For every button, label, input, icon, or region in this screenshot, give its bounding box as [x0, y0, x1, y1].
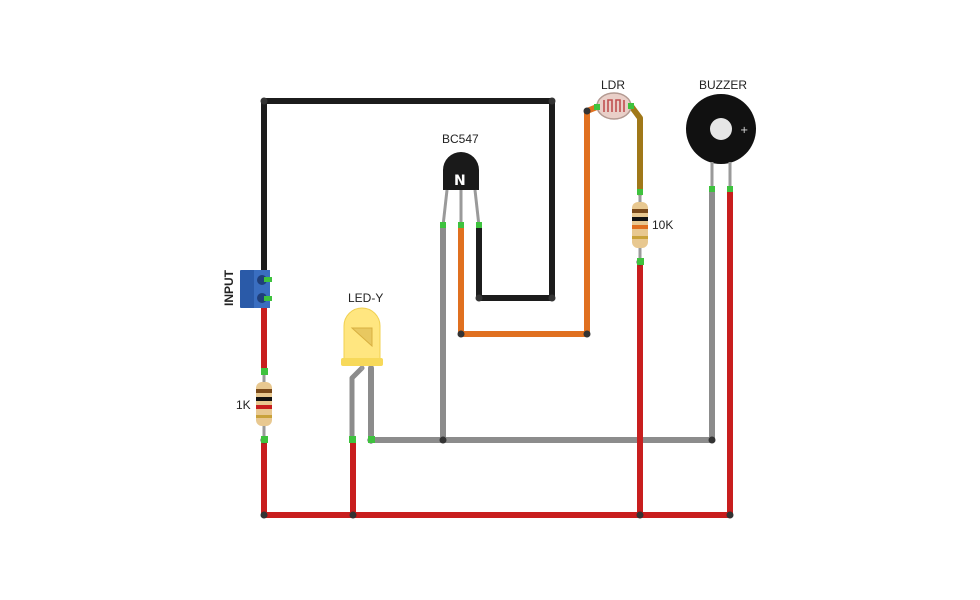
input-terminal: INPUT: [222, 269, 272, 308]
black-wire: [261, 98, 555, 301]
resistor-band: [632, 236, 648, 239]
gray-wire-led-leg: [349, 365, 365, 443]
resistor-band: [632, 209, 648, 213]
transistor-collector-leg: [441, 189, 449, 227]
wire-pin: [368, 436, 375, 443]
buzzer-pin: [709, 186, 715, 192]
transistor-mark: N: [454, 173, 466, 189]
junction-dot: [548, 294, 556, 302]
terminal-body: [240, 270, 256, 308]
junction-dot: [726, 511, 734, 519]
junction-dot: [457, 330, 465, 338]
wire-pin: [637, 258, 644, 265]
input-label: INPUT: [222, 269, 236, 306]
led-anode-symbol-icon: [350, 327, 373, 348]
junction-dot: [260, 97, 268, 105]
wire-pin: [261, 368, 268, 375]
buzzer-label: BUZZER: [699, 78, 747, 92]
buzzer: BUZZER +: [686, 78, 756, 192]
ldr-track-icon: [603, 99, 625, 112]
transistor-bc547: BC547 N: [440, 132, 482, 228]
led-label: LED-Y: [348, 291, 383, 305]
ldr: LDR: [594, 78, 634, 120]
terminal-pin: [264, 296, 272, 301]
transistor-pin: [476, 222, 482, 228]
gray-wire-main: [368, 187, 715, 443]
wire-pin: [261, 436, 268, 443]
ldr-lead-wire: [628, 103, 643, 196]
ldr-pin: [594, 104, 600, 110]
resistor-band: [256, 389, 272, 393]
junction-dot: [636, 511, 644, 519]
transistor-body: [443, 152, 479, 190]
resistor-band: [256, 405, 272, 409]
ldr-pin: [628, 103, 634, 109]
buzzer-opening: [710, 118, 732, 140]
resistor-band: [632, 217, 648, 221]
resistor-10k-label: 10K: [652, 218, 673, 232]
resistor-body: [256, 382, 272, 426]
junction-dot: [260, 511, 268, 519]
junction-dot: [548, 97, 556, 105]
buzzer-pin: [727, 186, 733, 192]
resistor-1k-label: 1K: [236, 398, 251, 412]
resistor-band: [632, 225, 648, 229]
terminal-pin: [264, 277, 272, 282]
buzzer-plus-label: +: [740, 125, 748, 136]
junction-dot: [583, 330, 591, 338]
junction-dot: [583, 107, 591, 115]
transistor-emitter-leg: [473, 189, 481, 227]
led-rim: [341, 358, 383, 366]
resistor-pin: [637, 189, 643, 195]
transistor-label: BC547: [442, 132, 479, 146]
wire-end-pins: [261, 258, 644, 443]
junction-dot: [708, 436, 716, 444]
transistor-pin: [458, 222, 464, 228]
ldr-body: [596, 92, 632, 120]
junction-dot: [475, 294, 483, 302]
led-y: LED-Y: [341, 291, 383, 370]
transistor-pin: [440, 222, 446, 228]
junction-dots: [260, 97, 734, 519]
red-wire-bottom: [261, 187, 733, 518]
resistor-10k: 10K: [632, 189, 673, 248]
resistor-band: [256, 397, 272, 401]
resistor-band: [256, 415, 272, 418]
junction-dot: [349, 511, 357, 519]
ldr-label: LDR: [601, 78, 625, 92]
resistor-1k: 1K: [236, 382, 272, 426]
wire-pin: [349, 436, 356, 443]
junction-dot: [439, 436, 447, 444]
